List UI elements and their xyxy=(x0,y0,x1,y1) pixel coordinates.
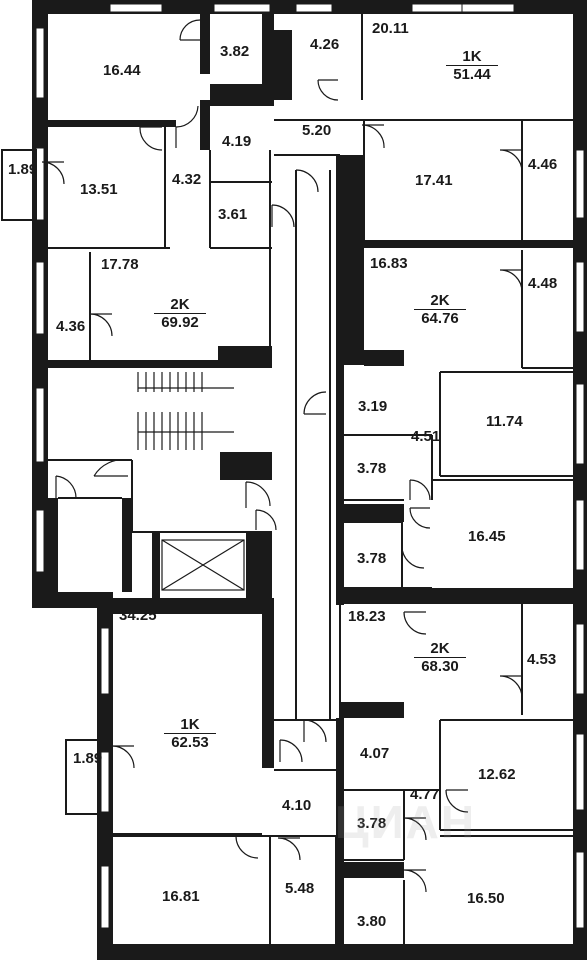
room-area: 17.41 xyxy=(415,172,453,189)
room-area: 16.81 xyxy=(162,888,200,905)
apartment-area: 51.44 xyxy=(453,66,491,83)
room-area: 12.62 xyxy=(478,766,516,783)
room-area: 4.26 xyxy=(310,36,340,53)
room-area: 34.25 xyxy=(119,607,157,624)
room-area: 4.10 xyxy=(282,797,312,814)
room-area: 4.48 xyxy=(528,275,558,292)
room-area: 4.46 xyxy=(528,156,558,173)
apartment-label: 2K 68.30 xyxy=(414,640,466,675)
room-area: 18.23 xyxy=(348,608,386,625)
apartment-area: 69.92 xyxy=(161,314,199,331)
room-area: 13.51 xyxy=(80,181,118,198)
apartment-area: 62.53 xyxy=(171,734,209,751)
room-area: 17.78 xyxy=(101,256,139,273)
apartment-label: 1K 51.44 xyxy=(446,48,498,83)
room-area: 5.48 xyxy=(285,880,315,897)
room-area: 16.44 xyxy=(103,62,141,79)
room-area: 4.77 xyxy=(410,786,440,803)
apartment-area: 68.30 xyxy=(421,658,459,675)
room-area: 4.19 xyxy=(222,133,252,150)
apartment-label: 2K 64.76 xyxy=(414,292,466,327)
apartment-area: 64.76 xyxy=(421,310,459,327)
staircase xyxy=(137,372,234,450)
watermark: ЦИАН xyxy=(335,796,477,848)
room-area: 4.32 xyxy=(172,171,202,188)
interior-walls xyxy=(48,14,573,944)
room-area: 3.78 xyxy=(357,550,387,567)
room-area: 3.80 xyxy=(357,913,387,930)
apartment-type: 2K xyxy=(154,296,206,314)
doors xyxy=(41,19,523,893)
room-area: 4.07 xyxy=(360,745,390,762)
room-area: 3.61 xyxy=(218,206,248,223)
apartment-label: 1K 62.53 xyxy=(164,716,216,751)
balconies xyxy=(1,149,101,815)
room-area: 11.74 xyxy=(486,413,523,430)
apartment-type: 1K xyxy=(164,716,216,734)
apartment-type: 2K xyxy=(414,640,466,658)
room-area: 1.89 xyxy=(8,161,38,178)
room-area: 16.83 xyxy=(370,255,408,272)
room-area: 5.20 xyxy=(302,122,332,139)
room-area: 3.19 xyxy=(358,398,388,415)
windows xyxy=(35,3,585,929)
room-area: 20.11 xyxy=(372,20,409,37)
room-area: 16.45 xyxy=(468,528,506,545)
room-area: 3.78 xyxy=(357,460,387,477)
apartment-type: 2K xyxy=(414,292,466,310)
room-area: 4.51 xyxy=(411,428,441,445)
room-area: 4.36 xyxy=(56,318,86,335)
room-area: 3.78 xyxy=(357,815,387,832)
room-area: 1.89 xyxy=(73,750,103,767)
room-area: 16.50 xyxy=(467,890,505,907)
room-area: 4.53 xyxy=(527,651,557,668)
apartment-type: 1K xyxy=(446,48,498,66)
apartment-label: 2K 69.92 xyxy=(154,296,206,331)
room-area: 3.82 xyxy=(220,43,250,60)
